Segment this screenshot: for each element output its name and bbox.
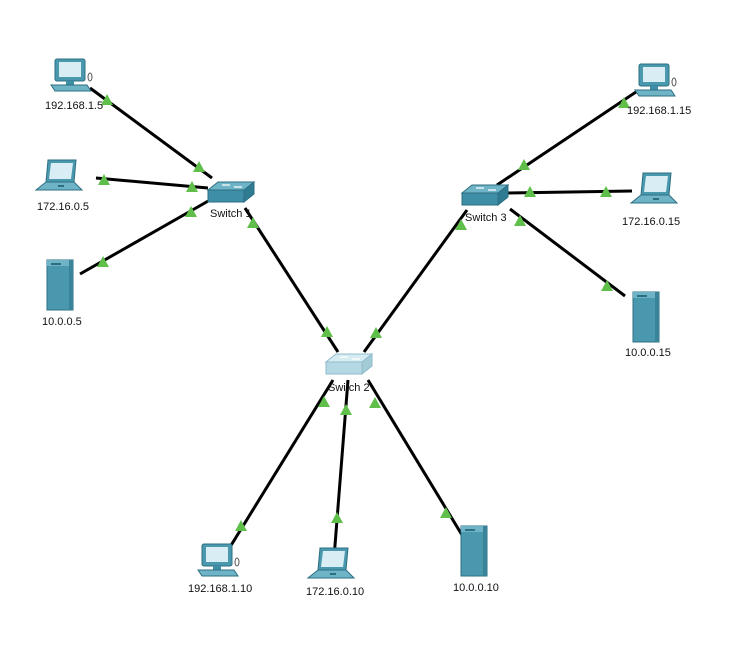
laptop-icon <box>630 172 678 204</box>
switch-icon <box>461 184 509 206</box>
link-up-indicator-icon <box>331 512 343 523</box>
device-label: 10.0.0.15 <box>625 347 671 359</box>
links-layer <box>79 86 637 561</box>
link-switch2-pc1-10[interactable] <box>220 379 335 561</box>
switch-2-label: Switch 2 <box>328 382 370 394</box>
device-label: 172.16.0.5 <box>37 201 89 213</box>
device-server-10-0-0-15[interactable]: 10.0.0.15 <box>625 291 671 359</box>
device-laptop-172-16-0-5[interactable]: 172.16.0.5 <box>35 159 89 213</box>
link-up-indicator-icon <box>340 404 352 415</box>
server-icon <box>46 259 74 311</box>
switch-3-label: Switch 3 <box>465 212 507 224</box>
server-icon <box>632 291 660 343</box>
device-server-10-0-0-5[interactable]: 10.0.0.5 <box>42 259 82 328</box>
desktop-pc-icon <box>197 543 240 577</box>
link-status-indicators <box>97 94 630 531</box>
link-laptop16-15-switch3[interactable] <box>504 189 633 195</box>
link-up-indicator-icon <box>440 507 452 518</box>
laptop-icon <box>35 159 83 191</box>
device-label: 172.16.0.15 <box>622 216 680 228</box>
device-label: 10.0.0.10 <box>453 582 499 594</box>
laptop-icon <box>307 547 355 579</box>
switch-icon <box>325 353 373 375</box>
device-label: 172.16.0.10 <box>306 586 364 598</box>
device-pc-192-168-1-10[interactable]: 192.168.1.10 <box>188 543 252 595</box>
link-switch3-switch2[interactable] <box>362 209 469 353</box>
link-pc1-15-switch3[interactable] <box>496 90 637 187</box>
device-pc-192-168-1-5[interactable]: 192.168.1.5 <box>45 58 103 112</box>
device-pc-192-168-1-15[interactable]: 192.168.1.15 <box>627 63 691 117</box>
switch-2[interactable]: Switch 2 <box>325 353 373 394</box>
device-label: 192.168.1.5 <box>45 100 103 112</box>
switch-icon <box>207 181 255 203</box>
device-label: 10.0.0.5 <box>42 316 82 328</box>
device-label: 192.168.1.10 <box>188 583 252 595</box>
link-server10-15-switch3[interactable] <box>509 207 626 298</box>
link-switch1-switch2[interactable] <box>243 207 340 353</box>
device-server-10-0-0-10[interactable]: 10.0.0.10 <box>453 525 499 594</box>
desktop-pc-icon <box>50 58 93 92</box>
server-icon <box>460 525 488 577</box>
switch-1-label: Switch 1 <box>210 208 252 220</box>
switch-3[interactable]: Switch 3 <box>461 184 509 224</box>
desktop-pc-icon <box>634 63 677 97</box>
device-laptop-172-16-0-15[interactable]: 172.16.0.15 <box>622 172 680 228</box>
switch-1[interactable]: Switch 1 <box>207 181 255 220</box>
device-laptop-172-16-0-10[interactable]: 172.16.0.10 <box>306 547 364 598</box>
device-label: 192.168.1.15 <box>627 105 691 117</box>
